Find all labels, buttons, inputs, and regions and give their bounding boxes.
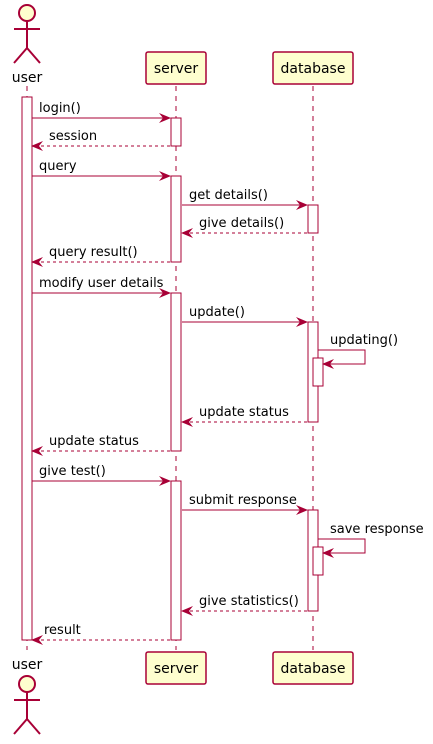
message-label: update() [189,305,245,320]
activation-bar-server [170,117,182,147]
message-label: give details() [199,216,284,231]
actor-user-bottom [13,675,41,735]
message-label: save response [330,522,424,537]
message-label: modify user details [39,276,164,291]
message-label: submit response [189,493,297,508]
message-label: query [39,159,77,174]
message-arrow-self [318,538,366,558]
participant-label-server: server [154,61,199,77]
actor-leg-right [26,718,41,735]
actor-head [18,4,36,22]
message-label: query result() [49,245,138,260]
actor-leg-left [13,718,28,735]
actor-leg-right [26,47,41,64]
activation-bar-user [21,96,33,641]
activation-bar-server [170,175,182,263]
message-label: session [49,129,97,144]
participant-label-user: user [12,657,43,673]
activation-bar-database-nested [312,357,324,387]
message-label: get details() [189,188,268,203]
participant-label-user: user [12,70,43,86]
activation-bar-server [170,480,182,641]
actor-head [18,675,36,693]
message-label: updating() [330,333,398,348]
participant-box-database-top [272,51,354,85]
message-label: login() [39,101,81,116]
message-label: give test() [39,464,106,479]
actor-user-top [13,4,41,64]
message-arrow-self [318,349,366,369]
message-label: result [44,623,81,638]
participant-label-server: server [154,661,199,677]
participant-box-server-bottom [145,651,207,685]
activation-bar-database-nested [312,546,324,576]
participant-label-database: database [281,61,346,77]
message-label: update status [49,434,139,449]
message-label: update status [199,405,289,420]
actor-leg-left [13,47,28,64]
activation-bar-database [307,204,319,234]
participant-label-database: database [281,661,346,677]
participant-box-server-top [145,51,207,85]
participant-box-database-bottom [272,651,354,685]
activation-bar-server [170,292,182,452]
message-label: give statistics() [199,594,299,609]
